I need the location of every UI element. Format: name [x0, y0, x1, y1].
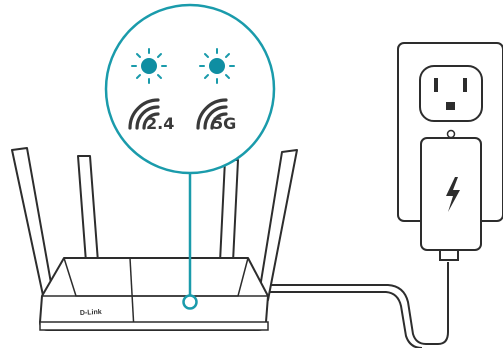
band-2-4-label: 2.4	[146, 114, 174, 133]
antenna-right-outer	[258, 150, 297, 300]
band-5g-label: 5G	[212, 114, 236, 133]
power-adapter	[421, 138, 481, 260]
router-body: D-Link	[40, 258, 268, 330]
antenna-left-inner	[78, 156, 98, 262]
router-brand-label: D-Link	[80, 309, 102, 317]
led-callout: 2.4 5G	[106, 5, 274, 173]
router-led-ring	[184, 296, 197, 309]
antenna-right-inner	[220, 160, 238, 262]
antenna-left-outer	[12, 148, 54, 300]
